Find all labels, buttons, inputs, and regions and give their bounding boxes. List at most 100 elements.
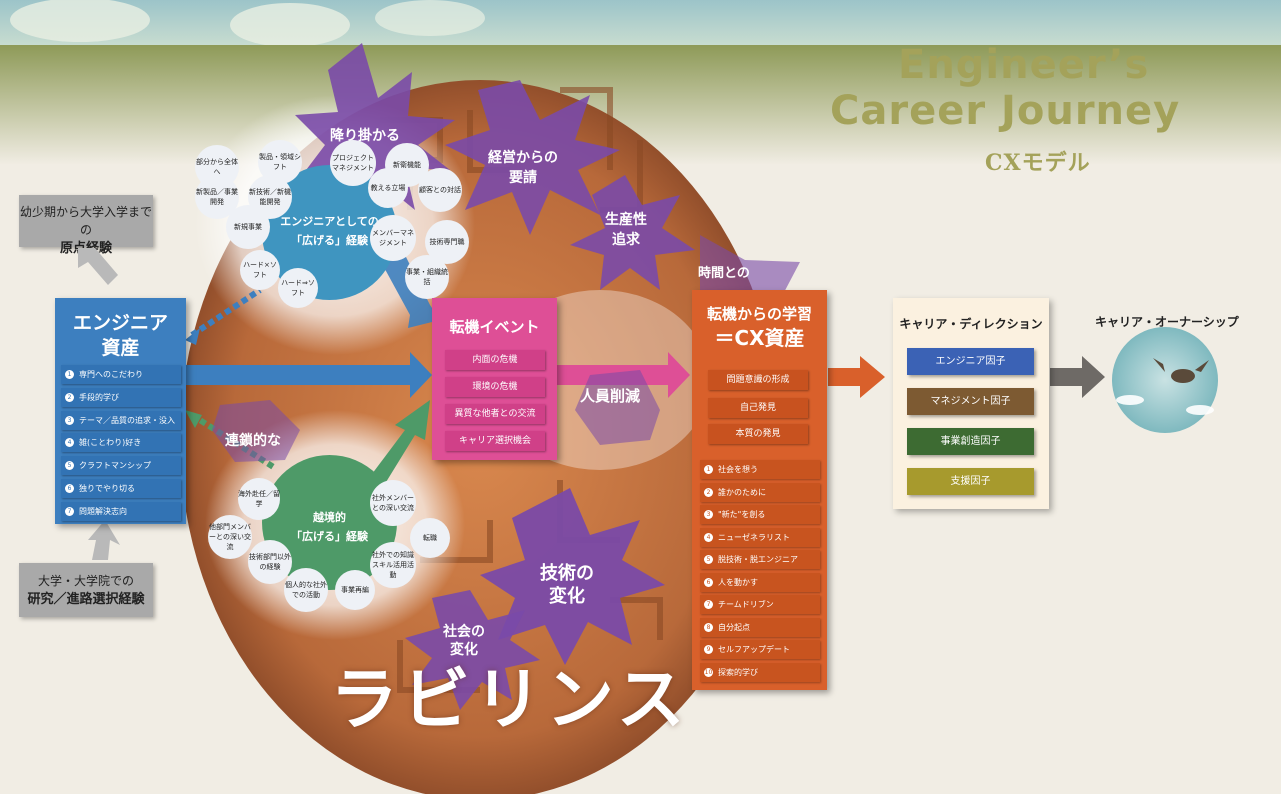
cross-circle-label-line1: 越境的 bbox=[313, 511, 346, 524]
star-label-shakai: 社会の 変化 bbox=[443, 623, 485, 659]
gray-arrow-top bbox=[78, 248, 118, 285]
labyrinth-label: ラビリンス bbox=[330, 661, 689, 740]
engineer-asset-item: 6 独りでやり切る bbox=[61, 478, 181, 498]
star-label-rensa: 連鎖的な bbox=[225, 433, 281, 449]
factor-management: マネジメント因子 bbox=[907, 388, 1034, 415]
engineer-asset-item: 7 問題解決志向 bbox=[61, 501, 181, 521]
cross-circle-label: 越境的 「広げる」経験 bbox=[262, 508, 397, 546]
item-label: 独りでやり切る bbox=[79, 483, 135, 493]
star-jinin bbox=[575, 370, 660, 445]
bubble-expand-5: 新製品／事業開発 bbox=[195, 175, 239, 219]
item-number: 4 bbox=[65, 438, 74, 448]
bubble-cross-8: 事業再編 bbox=[335, 570, 375, 610]
gray-arrow-right bbox=[1050, 356, 1105, 398]
cx-assets-list: 1 社会を想う 2 誰かのために 3 "新た"を創る 4 ニューゼネラリスト 5 脱技術・… bbox=[700, 460, 820, 685]
blue-arrow bbox=[186, 352, 432, 398]
cx-asset-item: 4 ニューゼネラリスト bbox=[700, 527, 820, 547]
star-jikan bbox=[700, 235, 800, 300]
blue-dashed-arrowhead bbox=[185, 328, 200, 345]
expand-circle-label-line1: エンジニアとしての bbox=[280, 215, 379, 228]
item-number: 5 bbox=[65, 461, 74, 471]
title-subtitle: CXモデル bbox=[985, 150, 1091, 176]
item-label: 自分起点 bbox=[718, 622, 750, 632]
item-label: 問題解決志向 bbox=[79, 506, 127, 516]
title-line-2: Career Journey bbox=[830, 88, 1181, 134]
turning-event-item: 内面の危機 bbox=[445, 350, 545, 370]
bubble-expand-14: 事業・組織統括 bbox=[405, 255, 449, 299]
item-label: チームドリブン bbox=[718, 600, 774, 609]
item-number: 3 bbox=[65, 415, 74, 425]
star-label-gijutsu-line2: 変化 bbox=[549, 586, 585, 607]
item-number: 8 bbox=[704, 622, 713, 632]
item-number: 5 bbox=[704, 555, 713, 564]
turning-event-card: 転機イベント 内面の危機 環境の危機 異質な他者との交流 キャリア選択機会 bbox=[432, 298, 557, 460]
star-label-keiei-line1: 経営からの bbox=[488, 150, 558, 166]
star-keiei bbox=[445, 80, 620, 235]
star-label-gijutsu: 技術の 変化 bbox=[540, 562, 594, 608]
item-label: クラフトマンシップ bbox=[79, 461, 151, 471]
item-label: ニューゼネラリスト bbox=[718, 532, 790, 542]
item-label: 誰かのために bbox=[718, 487, 766, 497]
engineer-asset-item: 4 雑(ことわり)好き bbox=[61, 433, 181, 453]
cx-asset-item: 3 "新た"を創る bbox=[700, 505, 820, 524]
cx-asset-item: 8 自分起点 bbox=[700, 617, 820, 637]
star-label-jinin: 人員削減 bbox=[580, 387, 641, 405]
cx-top-item: 問題意識の形成 bbox=[708, 370, 808, 390]
item-number: 10 bbox=[704, 667, 713, 677]
origin-top-line1: 幼少期から大学入学までの bbox=[19, 205, 152, 237]
star-rensa bbox=[212, 400, 300, 462]
bubble-expand-3: プロジェクトマネジメント bbox=[330, 140, 376, 186]
item-label: 人を動かす bbox=[718, 577, 758, 587]
star-furikakaru bbox=[295, 43, 455, 215]
bubble-expand-12: ハード×ソフト bbox=[240, 250, 280, 290]
item-number: 6 bbox=[65, 483, 74, 493]
item-label: 脱技術・脱エンジニア bbox=[718, 555, 798, 564]
blue-dashed-arrow bbox=[190, 287, 262, 338]
star-label-jikan: 時間との bbox=[698, 266, 750, 281]
item-label: 社会を想う bbox=[718, 465, 758, 474]
turning-event-item: 異質な他者との交流 bbox=[445, 404, 545, 424]
cross-circle-label-line2: 「広げる」経験 bbox=[291, 530, 368, 543]
item-number: 1 bbox=[704, 465, 713, 474]
cx-top-item: 自己発見 bbox=[708, 398, 808, 418]
turning-event-title: 転機イベント bbox=[449, 318, 540, 336]
cx-asset-item: 2 誰かのために bbox=[700, 482, 820, 502]
bubble-expand-7: 教える立場 bbox=[368, 168, 408, 208]
bubble-expand-8: 顧客との対話 bbox=[418, 168, 462, 212]
career-direction-title: キャリア・ディレクション bbox=[899, 317, 1043, 331]
cx-top-item: 本質の発見 bbox=[708, 424, 808, 444]
factor-engineer: エンジニア因子 bbox=[907, 348, 1034, 375]
star-seisansei bbox=[570, 175, 695, 290]
item-number: 2 bbox=[65, 392, 74, 402]
bubble-cross-7: 個人的な社外での活動 bbox=[284, 568, 328, 612]
star-label-furikakaru: 降り掛かる bbox=[330, 128, 400, 144]
cx-asset-item: 1 社会を想う bbox=[700, 460, 820, 479]
item-label: "新た"を創る bbox=[718, 510, 766, 519]
engineer-assets-title-line2: 資産 bbox=[101, 337, 140, 359]
bubble-cross-2: 社外メンバーとの深い交流 bbox=[370, 480, 416, 526]
item-label: テーマ／品質の追求・没入 bbox=[79, 415, 175, 425]
turning-event-item: キャリア選択機会 bbox=[445, 431, 545, 451]
star-label-seisansei: 生産性 追求 bbox=[605, 210, 647, 250]
ownership-title: キャリア・オーナーシップ bbox=[1095, 315, 1239, 329]
bubble-cross-4: 転職 bbox=[410, 518, 450, 558]
star-label-shakai-line2: 変化 bbox=[450, 642, 478, 658]
item-number: 7 bbox=[65, 506, 74, 516]
turning-event-item: 環境の危機 bbox=[445, 377, 545, 397]
cx-asset-item: 5 脱技術・脱エンジニア bbox=[700, 550, 820, 569]
engineer-assets-title: エンジニア 資産 bbox=[55, 311, 186, 361]
bubble-expand-10: メンバーマネジメント bbox=[370, 215, 416, 261]
item-number: 1 bbox=[65, 370, 74, 379]
item-number: 2 bbox=[704, 487, 713, 497]
item-number: 6 bbox=[704, 577, 713, 587]
item-label: 雑(ことわり)好き bbox=[79, 438, 142, 448]
item-number: 4 bbox=[704, 532, 713, 542]
item-number: 3 bbox=[704, 510, 713, 519]
cx-assets-title-line2: ＝CX資産 bbox=[714, 326, 805, 350]
